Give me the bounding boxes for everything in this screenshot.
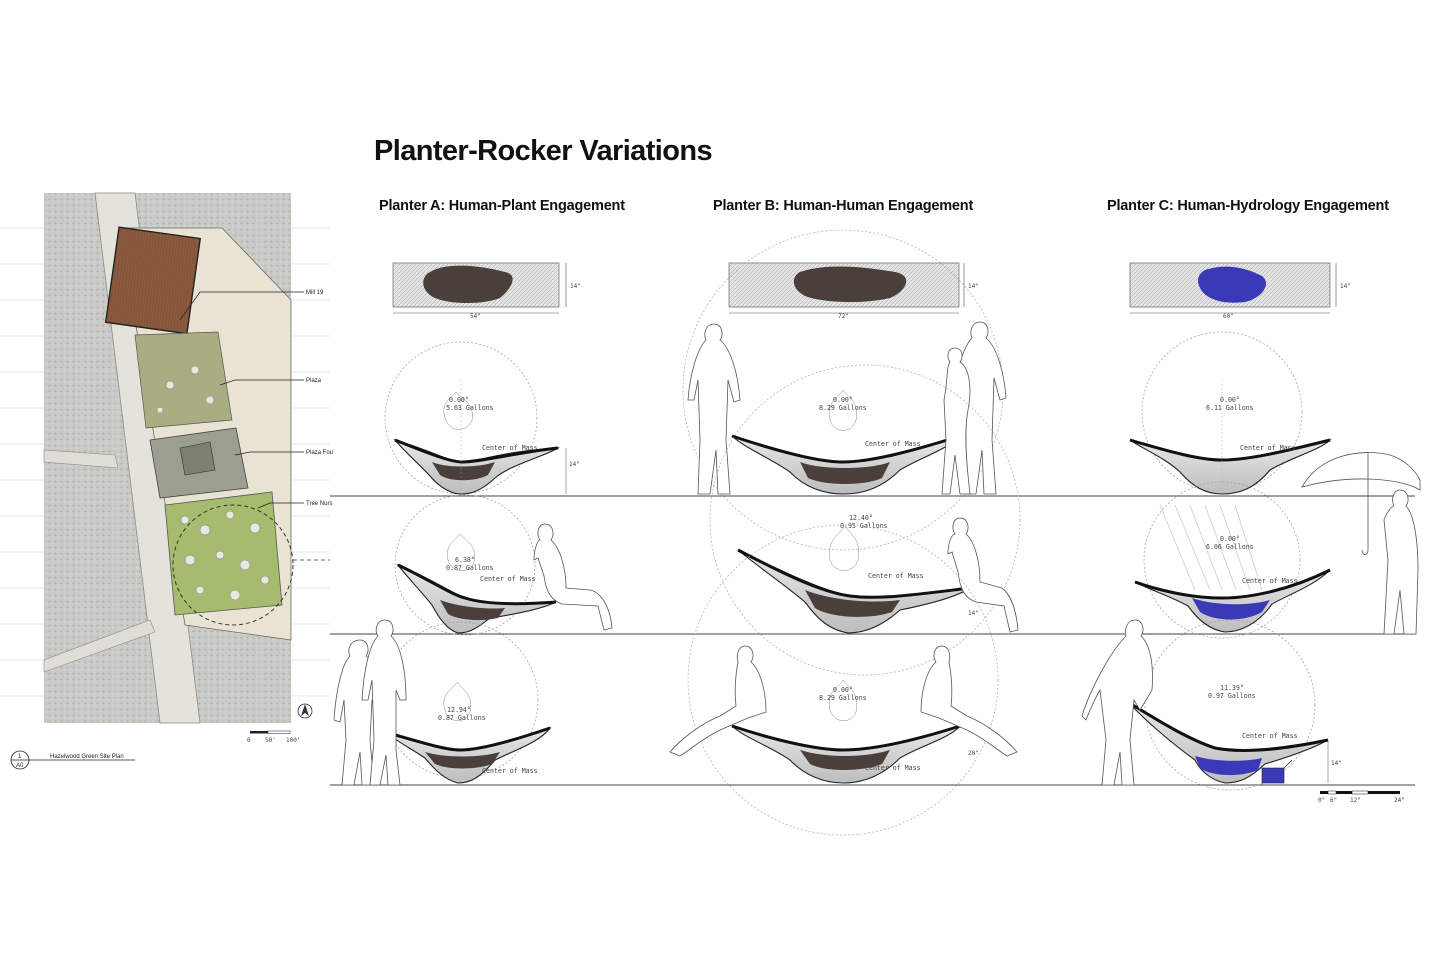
ground-lines bbox=[330, 495, 1415, 786]
scale-tick: 24" bbox=[1394, 797, 1405, 804]
com-label: Center of Mass bbox=[482, 444, 538, 452]
scale-tick: 0" bbox=[1318, 797, 1325, 804]
plan-length: 54" bbox=[470, 313, 481, 320]
scale-tick: 6" bbox=[1330, 797, 1337, 804]
page-title: Planter-Rocker Variations bbox=[374, 135, 712, 167]
site-label: Mill 19 bbox=[306, 290, 324, 296]
volume-label: 0.97 Gallons bbox=[1208, 692, 1256, 700]
planter-c-plan: 60" 14" bbox=[1129, 262, 1351, 320]
volume-label: 8.29 Gallons bbox=[819, 694, 867, 702]
sheet-marker: 1 A0 Hazelwood Green Site Plan bbox=[10, 750, 135, 770]
height-dim: 14" bbox=[569, 461, 580, 468]
height-dim: 20" bbox=[968, 750, 979, 757]
scale-tick: 0 bbox=[247, 737, 251, 744]
com-label: Center of Mass bbox=[480, 575, 536, 583]
angle-label: 0.00° bbox=[833, 686, 853, 694]
volume-label: 0.95 Gallons bbox=[840, 522, 888, 530]
planter-b-section-2: 12.40° 0.95 Gallons Center of Mass 14" bbox=[709, 364, 1021, 676]
volume-label: 6.11 Gallons bbox=[1206, 404, 1254, 412]
com-label: Center of Mass bbox=[482, 767, 538, 775]
angle-label: 12.94° bbox=[447, 706, 471, 714]
scale-tick: 100' bbox=[286, 737, 300, 744]
angle-label: 6.38° bbox=[455, 556, 475, 564]
planter-c-section-3: 11.39° 0.97 Gallons Center of Mass 14" bbox=[1081, 619, 1342, 791]
planter-b-plan: 72" 14" bbox=[728, 262, 979, 320]
sheet-ref: A0 bbox=[16, 763, 24, 769]
sheet-number: 1 bbox=[18, 754, 22, 760]
site-label: Plaza bbox=[306, 378, 322, 384]
com-label: Center of Mass bbox=[1240, 444, 1296, 452]
site-scale-bar: 0 50' 100' bbox=[247, 730, 300, 744]
planter-c-title: Planter C: Human-Hydrology Engagement bbox=[1107, 198, 1389, 214]
planter-a-title: Planter A: Human-Plant Engagement bbox=[379, 198, 625, 214]
com-label: Center of Mass bbox=[865, 764, 921, 772]
planter-a-plan: 54" 14" bbox=[392, 262, 581, 320]
planter-a-section-2: 6.38° 0.87 Gallons Center of Mass 13" bbox=[394, 494, 613, 636]
water-bucket bbox=[1261, 767, 1285, 784]
north-arrow-icon bbox=[297, 703, 313, 719]
site-plan-caption: Hazelwood Green Site Plan bbox=[50, 754, 124, 760]
com-label: Center of Mass bbox=[865, 440, 921, 448]
plan-width: 14" bbox=[570, 283, 581, 290]
site-plan: Mill 19 Plaza Plaza Fou Tree Nurs 0 50' … bbox=[0, 192, 333, 770]
umbrella-figure bbox=[1301, 452, 1421, 635]
angle-label: 11.39° bbox=[1220, 684, 1244, 692]
plan-length: 72" bbox=[838, 313, 849, 320]
height-dim: 14" bbox=[1331, 760, 1342, 767]
planter-c-section-2: 0.00° 6.06 Gallons Center of Mass bbox=[1134, 452, 1421, 639]
angle-label: 12.40° bbox=[849, 514, 873, 522]
mill-19-roof bbox=[104, 226, 202, 335]
site-label: Plaza Fou bbox=[306, 450, 333, 456]
angle-label: 0.00° bbox=[449, 396, 469, 404]
person-figure bbox=[1081, 619, 1153, 786]
volume-label: 5.63 Gallons bbox=[446, 404, 494, 412]
plan-length: 60" bbox=[1223, 313, 1234, 320]
plaza-lawn bbox=[134, 331, 233, 429]
angle-label: 0.00° bbox=[833, 396, 853, 404]
planter-a-section-1: 0.00° 5.63 Gallons Center of Mass 14" bbox=[384, 341, 580, 496]
height-dim: 14" bbox=[968, 610, 979, 617]
focus-circle bbox=[172, 504, 294, 626]
com-label: Center of Mass bbox=[868, 572, 924, 580]
plan-width: 14" bbox=[1340, 283, 1351, 290]
planter-b-section-1: 0.00° 8.29 Gallons Center of Mass bbox=[682, 229, 1007, 551]
volume-label: 0.87 Gallons bbox=[446, 564, 494, 572]
planter-c-section-1: 0.00° 6.11 Gallons Center of Mass bbox=[1129, 331, 1332, 496]
com-label: Center of Mass bbox=[1242, 577, 1298, 585]
angle-label: 0.00° bbox=[1220, 535, 1240, 543]
volume-label: 8.29 Gallons bbox=[819, 404, 867, 412]
volume-label: 0.87 Gallons bbox=[438, 714, 486, 722]
section-scale-bar: 0" 6" 12" 24" bbox=[1318, 790, 1405, 804]
scale-tick: 12" bbox=[1350, 797, 1361, 804]
planter-b-title: Planter B: Human-Human Engagement bbox=[713, 198, 973, 214]
plan-width: 14" bbox=[968, 283, 979, 290]
site-label: Tree Nurs bbox=[306, 501, 332, 507]
com-label: Center of Mass bbox=[1242, 732, 1298, 740]
volume-label: 6.06 Gallons bbox=[1206, 543, 1254, 551]
planter-b-section-3: 0.00° 8.29 Gallons Center of Mass 20" bbox=[669, 524, 1018, 836]
scale-tick: 50' bbox=[265, 737, 276, 744]
planter-a-section-3: 12.94° 0.87 Gallons Center of Mass bbox=[333, 619, 552, 786]
angle-label: 0.00° bbox=[1220, 396, 1240, 404]
